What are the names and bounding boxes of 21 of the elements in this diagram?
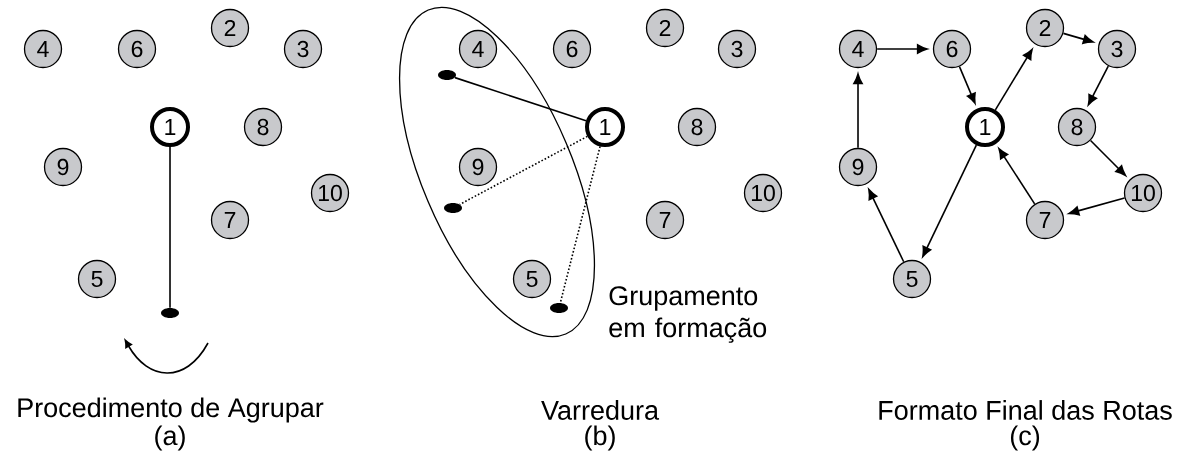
panel-letter: (a) (155, 425, 185, 451)
panel-caption: Procedimento de Agrupar (18, 397, 324, 423)
arrow (1062, 32, 1094, 45)
panel-caption: Varredura (541, 400, 660, 420)
dotted-line (559, 145, 601, 304)
connector-line (169, 146, 171, 309)
arrow (876, 44, 928, 54)
arrow (853, 73, 863, 149)
arrow (998, 148, 1036, 205)
arrow (1068, 197, 1126, 216)
arrow (1089, 139, 1127, 177)
arrow (868, 188, 905, 263)
connector-line (454, 76, 587, 122)
panel-letter: (b) (585, 425, 615, 451)
panel-letter: (c) (1010, 425, 1040, 451)
arrow (922, 144, 978, 258)
arrow (958, 65, 976, 104)
annotation-text: Grupamento em formação (609, 286, 767, 343)
arrow (994, 48, 1033, 111)
panel-caption: Formato Final das Rotas (879, 400, 1172, 420)
arrow (1087, 65, 1110, 106)
